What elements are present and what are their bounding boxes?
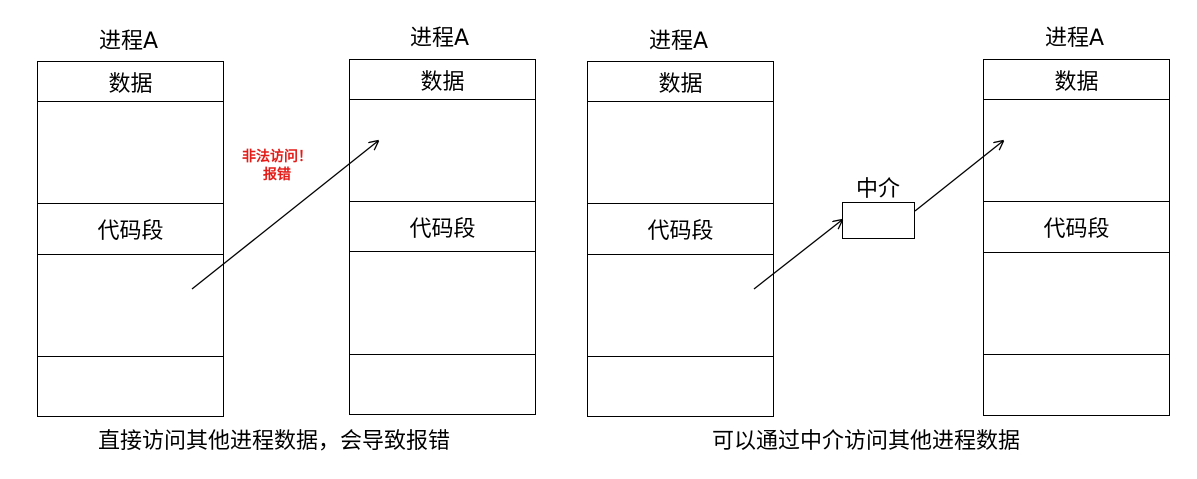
left-proc1-memory: 数据 代码段	[37, 61, 224, 417]
left-proc2-code-segment: 代码段	[349, 201, 536, 252]
illegal-access-warning: 非法访问！ 报错	[242, 148, 312, 184]
left-proc2-memory: 数据 代码段	[349, 59, 536, 415]
right-proc1-empty-segment-3	[587, 356, 774, 417]
right-proc1-memory: 数据 代码段	[587, 61, 774, 417]
left-proc1-empty-segment-2	[37, 254, 224, 357]
warning-line-1: 非法访问！	[242, 149, 312, 165]
illegal-access-arrow	[191, 141, 378, 290]
right-caption: 可以通过中介访问其他进程数据	[712, 429, 1021, 454]
left-proc1-empty-segment-1	[37, 101, 224, 204]
right-proc2-empty-segment-1	[983, 99, 1170, 202]
to-intermediary-arrow	[753, 220, 842, 290]
right-proc2-code-segment: 代码段	[983, 201, 1170, 253]
right-proc1-title: 进程A	[649, 29, 709, 54]
from-intermediary-arrow	[914, 141, 1003, 212]
left-proc1-title: 进程A	[99, 29, 159, 54]
right-proc1-code-segment: 代码段	[587, 203, 774, 255]
left-proc1-code-segment: 代码段	[37, 203, 224, 255]
right-proc2-memory: 数据 代码段	[983, 59, 1170, 416]
right-proc2-empty-segment-3	[983, 354, 1170, 416]
left-caption: 直接访问其他进程数据，会导致报错	[98, 429, 451, 454]
right-proc2-title: 进程A	[1045, 26, 1105, 51]
intermediary-box	[842, 202, 915, 239]
left-proc2-empty-segment-3	[349, 354, 536, 415]
left-proc2-empty-segment-2	[349, 251, 536, 355]
left-proc1-data-segment: 数据	[37, 61, 224, 102]
warning-line-2: 报错	[263, 167, 291, 183]
left-proc2-data-segment: 数据	[349, 59, 536, 100]
right-proc1-empty-segment-1	[587, 101, 774, 204]
intermediary-label: 中介	[856, 177, 901, 202]
left-proc1-empty-segment-3	[37, 356, 224, 417]
left-proc2-title: 进程A	[410, 26, 470, 51]
